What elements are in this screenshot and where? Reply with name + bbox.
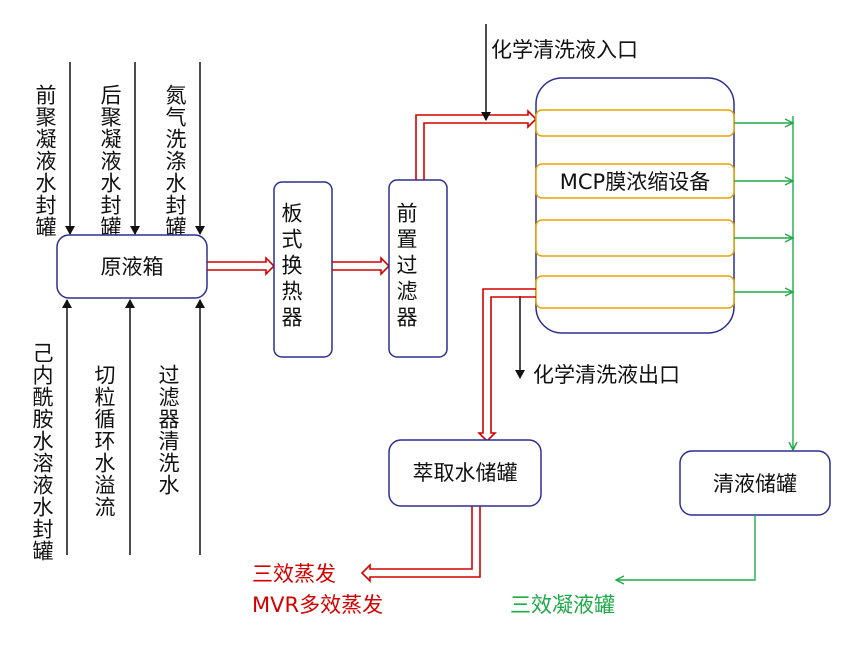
membrane-module-1	[535, 109, 735, 137]
extract-tank-label: 萃取水储罐	[413, 461, 518, 485]
output-label-mvr: MVR多效蒸发	[252, 593, 383, 617]
raw-tank-label: 原液箱	[101, 255, 164, 279]
flow-prefilter-to-mcp	[415, 109, 538, 180]
membrane-module-4	[535, 275, 735, 309]
raw-tank-box	[56, 234, 208, 299]
plate-hx-label: 板式换热器	[279, 202, 303, 332]
flow-raw-to-hx	[207, 256, 276, 276]
prefilter-label: 前置过滤器	[394, 202, 418, 332]
flow-hx-to-prefilter	[332, 256, 391, 276]
extract-tank-box	[388, 439, 542, 507]
clear-tank-label: 清液储罐	[713, 472, 797, 496]
flow-mcp-to-extract	[477, 288, 536, 443]
mcp-label: MCP膜浓缩设备	[560, 170, 710, 194]
flow-extract-to-evaporation	[360, 506, 481, 583]
input-label-front-condensate: 前聚凝液水封罐	[33, 84, 57, 238]
output-label-triple-effect: 三效蒸发	[252, 562, 336, 586]
input-label-caprolactam: 己内酰胺水溶液水封罐	[30, 342, 54, 562]
chem-inlet-label: 化学清洗液入口	[491, 38, 638, 62]
input-label-filter-wash: 过滤器清洗水	[156, 364, 180, 496]
membrane-module-3	[535, 219, 735, 257]
input-label-rear-condensate: 后聚凝液水封罐	[98, 84, 122, 238]
input-label-pelletizing-water: 切粒循环水溢流	[92, 364, 116, 518]
chem-outlet-label: 化学清洗液出口	[533, 363, 680, 387]
prefilter-box	[388, 179, 448, 358]
flow-clear-to-condensate	[616, 515, 756, 580]
output-label-condensate: 三效凝液罐	[510, 593, 615, 617]
mcp-box	[535, 77, 735, 334]
input-label-nitrogen-wash: 氮气洗涤水封罐	[163, 84, 187, 238]
